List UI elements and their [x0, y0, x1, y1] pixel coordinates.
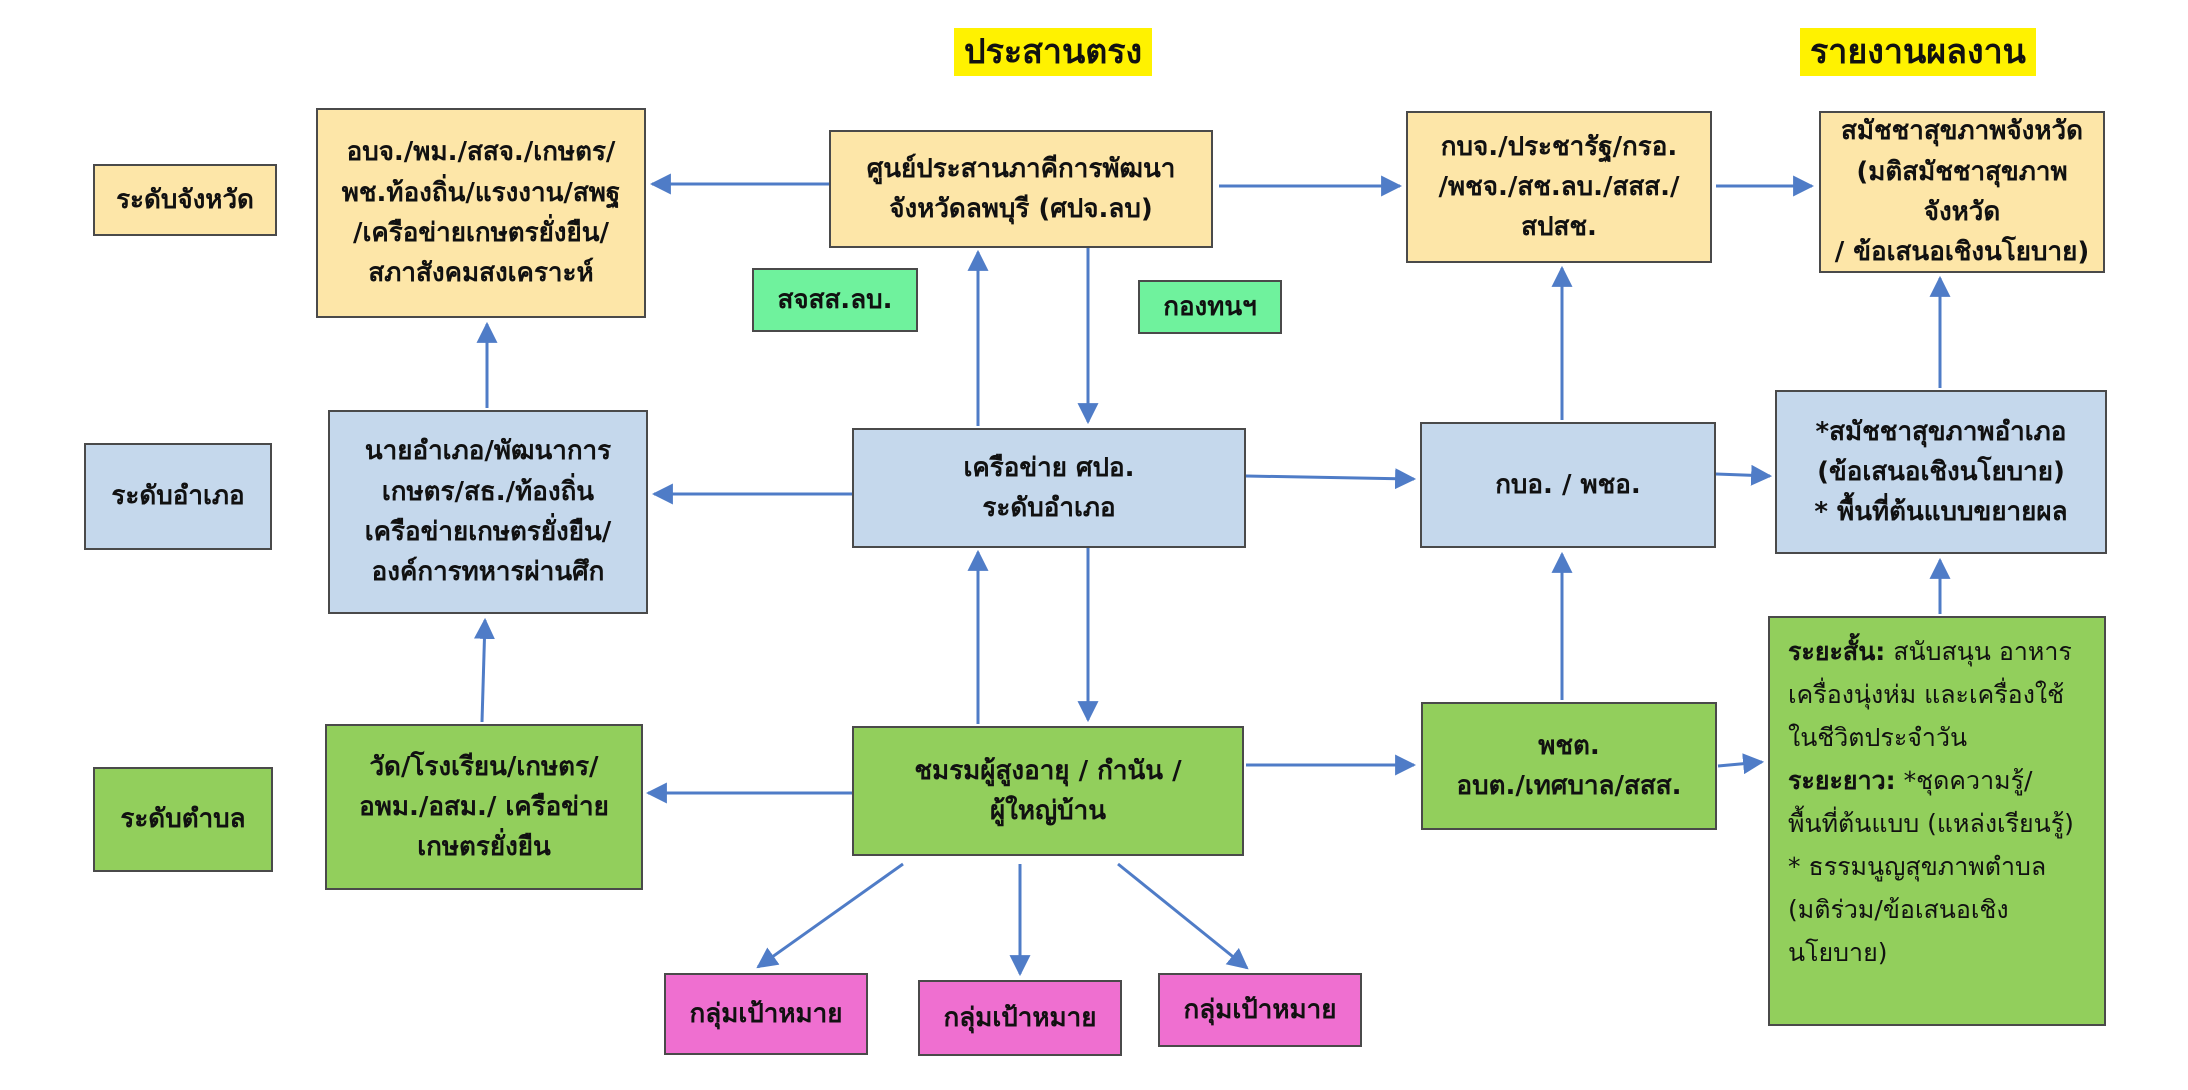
- subdistrict-agencies-line: เกษตรยั่งยืน: [417, 832, 551, 863]
- province-agencies-line: /เครือข่ายเกษตรยั่งยืน/: [352, 218, 609, 248]
- province-committee-line: /พชจ./สช.ลบ./สสส./: [1438, 171, 1680, 202]
- target-group-box: กลุ่มเป้าหมาย: [918, 980, 1122, 1056]
- district-committee-box: กบอ. / พชอ.: [1420, 422, 1716, 548]
- district-assembly-box: *สมัชชาสุขภาพอำเภอ (ข้อเสนอเชิงนโยบาย) *…: [1775, 390, 2107, 554]
- district-network-box: เครือข่าย ศปอ. ระดับอำเภอ: [852, 428, 1246, 548]
- outcomes-box: ระยะสั้น: สนับสนุน อาหาร เครื่องนุ่งห่ม …: [1768, 616, 2106, 1026]
- district-network-line: ระดับอำเภอ: [982, 493, 1116, 523]
- province-agencies-line: อบจ./พม./สสจ./เกษตร/: [346, 137, 616, 168]
- outcome-line: นโยบาย): [1788, 938, 1888, 967]
- district-assembly-line: * พื้นที่ต้นแบบขยายผล: [1814, 497, 2068, 528]
- province-committee-line: สปสช.: [1521, 212, 1597, 243]
- subdistrict-committee-box: พชต. อบต./เทศบาล/สสส.: [1421, 702, 1717, 830]
- outcome-line: เครื่องนุ่งห่ม และเครื่องใช้: [1788, 680, 2065, 709]
- outcome-short-label: ระยะสั้น:: [1788, 637, 1886, 666]
- subdistrict-agencies-line: อพม./อสม./ เครือข่าย: [359, 791, 609, 822]
- level-province-text: ระดับจังหวัด: [116, 184, 254, 215]
- outcome-long-label: ระยะยาว:: [1788, 766, 1896, 795]
- district-committee-text: กบอ. / พชอ.: [1495, 469, 1641, 500]
- target-group-text: กลุ่มเป้าหมาย: [1183, 994, 1337, 1025]
- level-province-label: ระดับจังหวัด: [93, 164, 277, 236]
- outcome-line: ในชีวิตประจำวัน: [1788, 723, 1968, 752]
- province-assembly-line: (มติสมัชชาสุขภาพจังหวัด: [1856, 156, 2068, 227]
- subdistrict-committee-line: พชต.: [1538, 730, 1600, 761]
- target-group-box: กลุ่มเป้าหมาย: [1158, 973, 1362, 1047]
- target-group-box: กลุ่มเป้าหมาย: [664, 973, 868, 1055]
- subdistrict-agencies-box: วัด/โรงเรียน/เกษตร/ อพม./อสม./ เครือข่าย…: [325, 724, 643, 890]
- arrow-district-committee-to-assembly: [1715, 464, 1773, 486]
- arrow-subdistrict-agencies-up: [473, 617, 495, 723]
- partner-sjss-text: สจสส.ลบ.: [777, 284, 893, 315]
- district-assembly-line: (ข้อเสนอเชิงนโยบาย): [1817, 456, 2065, 487]
- district-agencies-line: องค์การทหารผ่านศึก: [371, 557, 605, 588]
- target-group-text: กลุ่มเป้าหมาย: [943, 1002, 1097, 1033]
- province-agencies-line: สภาสังคมสงเคราะห์: [368, 258, 594, 289]
- outcome-long-line: ระยะยาว: *ชุดความรู้/: [1788, 759, 2086, 802]
- district-agencies-line: นายอำเภอ/พัฒนาการ: [364, 436, 612, 467]
- arrow-club-to-target-1: [756, 862, 904, 969]
- subdistrict-club-line: ผู้ใหญ่บ้าน: [989, 796, 1107, 826]
- arrow-club-to-target-3: [1117, 862, 1249, 970]
- outcome-line: (มติร่วม/ข้อเสนอเชิง: [1788, 895, 2009, 924]
- province-center-box: ศูนย์ประสานภาคีการพัฒนา จังหวัดลพบุรี (ศ…: [829, 130, 1213, 248]
- subdistrict-committee-line: อบต./เทศบาล/สสส.: [1456, 771, 1682, 801]
- subdistrict-agencies-line: วัด/โรงเรียน/เกษตร/: [369, 751, 599, 782]
- province-agencies-line: พช.ท้องถิ่น/แรงงาน/สพฐ: [341, 177, 621, 208]
- subdistrict-club-box: ชมรมผู้สูงอายุ / กำนัน / ผู้ใหญ่บ้าน: [852, 726, 1244, 856]
- district-agencies-box: นายอำเภอ/พัฒนาการ เกษตร/สธ./ท้องถิ่น เคร…: [328, 410, 648, 614]
- province-assembly-line: สมัชชาสุขภาพจังหวัด: [1841, 116, 2083, 147]
- outcome-long-text: *ชุดความรู้/: [1895, 766, 2033, 795]
- level-subdistrict-label: ระดับตำบล: [93, 767, 273, 872]
- district-agencies-line: เครือข่ายเกษตรยั่งยืน/: [364, 517, 612, 547]
- level-district-label: ระดับอำเภอ: [84, 443, 272, 550]
- province-center-line: จังหวัดลพบุรี (ศปจ.ลบ): [889, 194, 1153, 224]
- district-assembly-line: *สมัชชาสุขภาพอำเภอ: [1815, 416, 2067, 447]
- partner-fund-text: กองทนฯ: [1163, 291, 1257, 322]
- subdistrict-club-line: ชมรมผู้สูงอายุ / กำนัน /: [914, 755, 1182, 786]
- province-assembly-line: / ข้อเสนอเชิงนโยบาย): [1834, 237, 2090, 268]
- level-district-text: ระดับอำเภอ: [111, 481, 245, 512]
- district-agencies-line: เกษตร/สธ./ท้องถิ่น: [381, 476, 595, 507]
- outcome-short-line: ระยะสั้น: สนับสนุน อาหาร: [1788, 630, 2086, 673]
- partner-sjss-box: สจสส.ลบ.: [752, 268, 918, 332]
- outcome-short-text: สนับสนุน อาหาร: [1885, 637, 2072, 666]
- level-subdistrict-text: ระดับตำบล: [120, 804, 246, 835]
- province-committee-box: กบจ./ประชารัฐ/กรอ. /พชจ./สช.ลบ./สสส./ สป…: [1406, 111, 1712, 263]
- province-assembly-box: สมัชชาสุขภาพจังหวัด (มติสมัชชาสุขภาพจังห…: [1819, 111, 2105, 273]
- outcome-line: พื้นที่ต้นแบบ (แหล่งเรียนรู้): [1788, 809, 2074, 838]
- province-committee-line: กบจ./ประชารัฐ/กรอ.: [1440, 131, 1678, 162]
- partner-fund-box: กองทนฯ: [1138, 280, 1282, 334]
- header-coordinate: ประสานตรง: [954, 28, 1153, 77]
- arrow-subdistrict-committee-to-outcomes: [1717, 753, 1765, 775]
- target-group-text: กลุ่มเป้าหมาย: [689, 998, 843, 1029]
- header-report: รายงานผลงาน: [1800, 28, 2036, 77]
- province-agencies-box: อบจ./พม./สสจ./เกษตร/ พช.ท้องถิ่น/แรงงาน/…: [316, 108, 646, 318]
- district-network-line: เครือข่าย ศปอ.: [963, 452, 1135, 483]
- province-center-line: ศูนย์ประสานภาคีการพัฒนา: [866, 153, 1176, 184]
- arrow-network-to-district-committee: [1245, 468, 1417, 490]
- outcome-line: * ธรรมนูญสุขภาพตำบล: [1788, 852, 2047, 881]
